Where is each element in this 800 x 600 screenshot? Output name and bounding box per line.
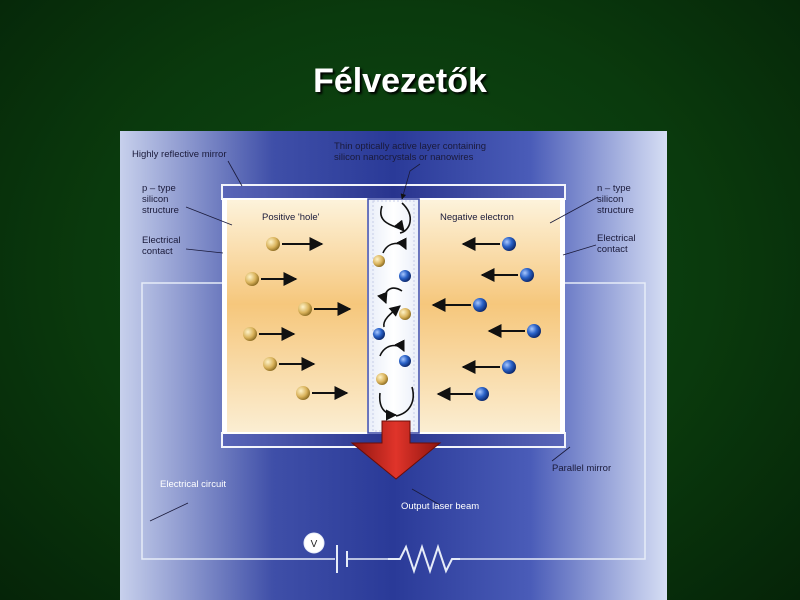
label-negative-electron: Negative electron (440, 212, 514, 223)
hole-5 (263, 357, 316, 371)
hole-4 (243, 327, 296, 341)
voltmeter-label: V (311, 539, 318, 550)
hole-2 (245, 272, 298, 286)
label-active-layer-2: silicon nanocrystals or nanowires (334, 152, 474, 163)
electron-6 (436, 387, 489, 401)
right-contact-plate (560, 199, 565, 433)
hole-particles (243, 237, 352, 400)
n-type-silicon (418, 198, 564, 434)
electrical-circuit-wire (141, 282, 646, 560)
label-p-type-2: silicon (142, 194, 168, 205)
label-n-type-2: silicon (597, 194, 623, 205)
label-output-beam: Output laser beam (401, 501, 479, 512)
photon-paths (377, 202, 414, 421)
recombination-pairs (373, 255, 411, 385)
electron-3 (431, 298, 487, 312)
active-layer (367, 198, 420, 434)
electron-1 (461, 237, 516, 251)
label-positive-hole: Positive 'hole' (262, 212, 320, 223)
label-contact-right-1: Electrical (597, 233, 636, 244)
label-electrical-circuit: Electrical circuit (160, 479, 226, 490)
label-mirror-top: Highly reflective mirror (132, 149, 227, 160)
label-n-type-3: structure (597, 205, 634, 216)
leader-lines (149, 160, 599, 522)
hole-1 (266, 237, 324, 251)
electron-particles (431, 237, 541, 401)
p-type-silicon (223, 198, 369, 434)
hole-3 (298, 302, 352, 316)
label-contact-right-2: contact (597, 244, 628, 255)
label-contact-left-1: Electrical (142, 235, 181, 246)
voltmeter-icon (303, 532, 325, 554)
hole-6 (296, 386, 349, 400)
output-laser-beam (350, 420, 442, 480)
electron-5 (461, 360, 516, 374)
laser-diagram: V (120, 131, 667, 600)
resistor-symbol (388, 543, 460, 575)
label-contact-left-2: contact (142, 246, 173, 257)
label-active-layer-1: Thin optically active layer containing (334, 141, 486, 152)
label-p-type-1: p – type (142, 183, 176, 194)
label-parallel-mirror: Parallel mirror (552, 463, 611, 474)
electron-2 (480, 268, 534, 282)
left-contact-plate (222, 199, 227, 433)
electron-4 (487, 324, 541, 338)
top-mirror (221, 184, 566, 200)
label-n-type-1: n – type (597, 183, 631, 194)
slide-title: Félvezetők (313, 62, 487, 100)
label-p-type-3: structure (142, 205, 179, 216)
